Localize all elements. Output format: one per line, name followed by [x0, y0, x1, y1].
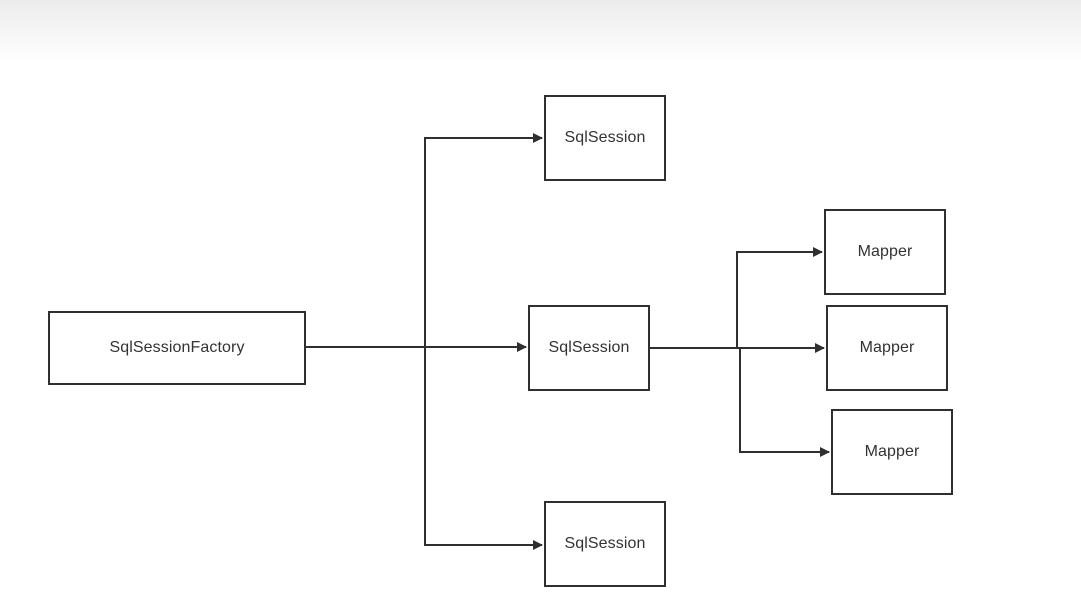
- node-label: Mapper: [864, 443, 920, 460]
- node-sqlsession-top: SqlSession: [544, 95, 666, 181]
- edge-session2-mapper1: [650, 247, 823, 349]
- node-label: SqlSession: [564, 535, 646, 552]
- node-mapper-middle: Mapper: [826, 305, 948, 391]
- node-sqlsessionfactory: SqlSessionFactory: [48, 311, 306, 385]
- edge-session2-mapper3: [739, 348, 830, 457]
- node-label: SqlSessionFactory: [109, 339, 245, 356]
- node-sqlsession-bottom: SqlSession: [544, 501, 666, 587]
- top-fade-band: [0, 0, 1081, 62]
- node-label: Mapper: [857, 243, 913, 260]
- node-mapper-top: Mapper: [824, 209, 946, 295]
- node-label: SqlSession: [548, 339, 630, 356]
- node-label: SqlSession: [564, 129, 646, 146]
- edge-factory-session1: [306, 133, 543, 348]
- node-mapper-bottom: Mapper: [831, 409, 953, 495]
- node-sqlsession-middle: SqlSession: [528, 305, 650, 391]
- edge-factory-session3: [424, 347, 543, 550]
- node-label: Mapper: [859, 339, 915, 356]
